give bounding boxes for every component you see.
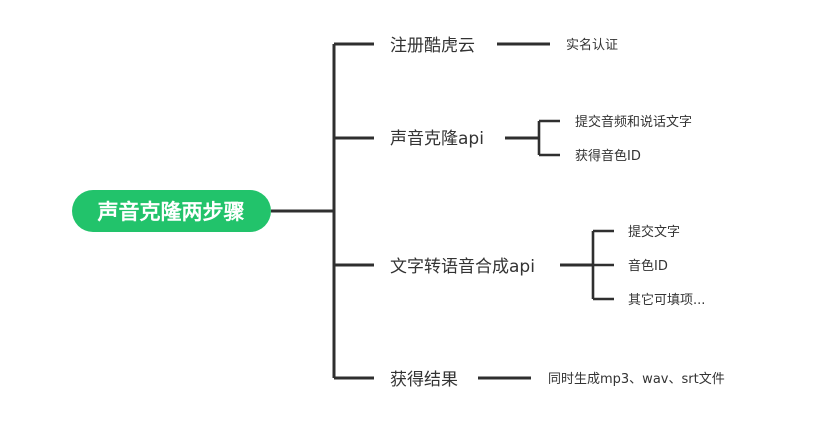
- leaf-submit-audio-text: 提交音频和说话文字: [575, 114, 692, 130]
- branch-voice-clone-api[interactable]: 声音克隆api 提交音频和说话文字 获得音色ID: [334, 114, 692, 164]
- leaf-other-options: 其它可填项...: [628, 292, 705, 308]
- branch-register[interactable]: 注册酷虎云 实名认证: [334, 36, 618, 56]
- branch-tts-label: 文字转语音合成api: [390, 257, 535, 277]
- root-node[interactable]: 声音克隆两步骤: [72, 190, 271, 232]
- leaf-voice-id: 音色ID: [628, 258, 668, 274]
- leaf-submit-text: 提交文字: [628, 224, 680, 240]
- branch-result-label: 获得结果: [390, 370, 458, 390]
- leaf-output-files: 同时生成mp3、wav、srt文件: [548, 372, 725, 387]
- branch-get-result[interactable]: 获得结果 同时生成mp3、wav、srt文件: [334, 370, 725, 390]
- root-node-label: 声音克隆两步骤: [97, 200, 245, 224]
- branch-register-label: 注册酷虎云: [390, 36, 475, 56]
- leaf-real-name-verification: 实名认证: [566, 37, 618, 53]
- branch-voice-clone-label: 声音克隆api: [390, 129, 484, 149]
- root-node-pill: [72, 190, 271, 232]
- branch-tts-api[interactable]: 文字转语音合成api 提交文字 音色ID 其它可填项...: [334, 224, 705, 308]
- leaf-get-voice-id: 获得音色ID: [575, 148, 641, 164]
